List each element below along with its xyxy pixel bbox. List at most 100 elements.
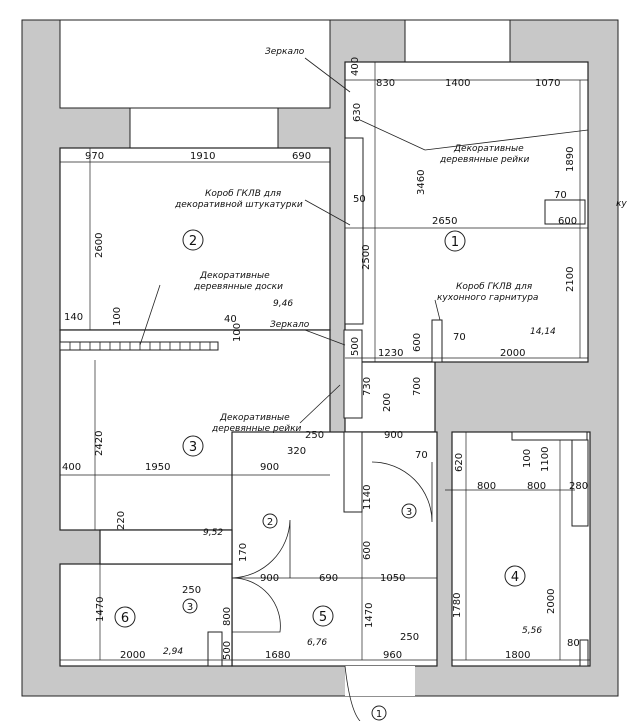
svg-text:800: 800 bbox=[527, 481, 546, 492]
svg-text:1800: 1800 bbox=[505, 650, 530, 661]
svg-text:100: 100 bbox=[232, 323, 243, 342]
room-5 bbox=[231, 431, 438, 667]
svg-text:690: 690 bbox=[292, 151, 311, 162]
room-1-area: 14,14 bbox=[530, 327, 556, 337]
door-1-number: 1 bbox=[376, 709, 382, 720]
svg-text:2000: 2000 bbox=[500, 348, 525, 359]
room-1-marker bbox=[444, 230, 466, 252]
svg-text:100: 100 bbox=[522, 449, 533, 468]
svg-text:500: 500 bbox=[222, 641, 233, 660]
dimension-lines bbox=[60, 62, 590, 661]
svg-text:2000: 2000 bbox=[120, 650, 145, 661]
entrance-opening bbox=[345, 666, 415, 696]
decorative-boards-strip bbox=[59, 341, 219, 351]
svg-text:1890: 1890 bbox=[565, 147, 576, 172]
label-box-plaster-2: декоративной штукатурки bbox=[174, 200, 303, 210]
svg-text:600: 600 bbox=[362, 541, 373, 560]
svg-text:630: 630 bbox=[352, 103, 363, 122]
label-box-kitchen-1: Короб ГКЛВ для bbox=[456, 282, 533, 292]
door-1-marker bbox=[371, 705, 387, 721]
hall-left bbox=[99, 529, 233, 565]
label-boards-2: деревянные доски bbox=[193, 282, 283, 292]
svg-text:1470: 1470 bbox=[95, 597, 106, 622]
room-6-number: 6 bbox=[121, 611, 129, 626]
svg-text:70: 70 bbox=[453, 332, 466, 343]
svg-text:700: 700 bbox=[412, 377, 423, 396]
room-6 bbox=[59, 563, 233, 667]
room-5-area: 6,76 bbox=[307, 638, 327, 648]
svg-text:830: 830 bbox=[376, 78, 395, 89]
partition bbox=[343, 329, 363, 419]
leader-lines bbox=[139, 57, 589, 424]
svg-text:400: 400 bbox=[62, 462, 81, 473]
label-slats-top-1: Декоративные bbox=[453, 144, 524, 154]
svg-text:1950: 1950 bbox=[145, 462, 170, 473]
room-3-area: 9,52 bbox=[203, 528, 223, 538]
svg-text:1470: 1470 bbox=[364, 603, 375, 628]
label-box-plaster-1: Короб ГКЛВ для bbox=[205, 189, 282, 199]
svg-text:140: 140 bbox=[64, 312, 83, 323]
label-box-kitchen-2: кухонного гарнитура bbox=[437, 293, 538, 303]
svg-text:730: 730 bbox=[362, 377, 373, 396]
room-1-number: 1 bbox=[451, 235, 459, 250]
svg-text:250: 250 bbox=[400, 632, 419, 643]
svg-text:900: 900 bbox=[260, 573, 279, 584]
room-4-number: 4 bbox=[511, 570, 519, 585]
door-2-marker bbox=[262, 513, 278, 529]
kitchen-stub bbox=[544, 199, 586, 225]
room-2-area: 9,46 bbox=[273, 299, 293, 309]
svg-text:40: 40 bbox=[224, 314, 237, 325]
label-mirror-top: Зеркало bbox=[265, 47, 305, 57]
room-6-area: 2,94 bbox=[163, 647, 183, 657]
room-4 bbox=[451, 431, 591, 667]
label-mirror-mid: Зеркало bbox=[270, 320, 310, 330]
bath-stub bbox=[579, 639, 589, 667]
window-opening-kitchen bbox=[404, 19, 511, 63]
door-arc-3a bbox=[371, 461, 433, 523]
door-3a-number: 3 bbox=[406, 507, 412, 518]
svg-text:800: 800 bbox=[222, 607, 233, 626]
door-3a-marker bbox=[401, 503, 417, 519]
svg-text:70: 70 bbox=[415, 450, 428, 461]
svg-text:600: 600 bbox=[558, 216, 577, 227]
svg-text:2420: 2420 bbox=[94, 431, 105, 456]
plaster-box bbox=[344, 137, 364, 325]
svg-text:200: 200 bbox=[382, 393, 393, 412]
svg-text:970: 970 bbox=[85, 151, 104, 162]
svg-text:960: 960 bbox=[383, 650, 402, 661]
svg-text:500: 500 bbox=[350, 337, 361, 356]
svg-text:400: 400 bbox=[350, 57, 361, 76]
svg-text:1140: 1140 bbox=[362, 485, 373, 510]
label-boards-1: Декоративные bbox=[199, 271, 270, 281]
svg-text:320: 320 bbox=[287, 446, 306, 457]
svg-text:2100: 2100 bbox=[565, 267, 576, 292]
door-3b-number: 3 bbox=[187, 602, 193, 613]
svg-text:250: 250 bbox=[182, 585, 201, 596]
entrance-door-arc bbox=[344, 665, 361, 721]
svg-text:2000: 2000 bbox=[546, 589, 557, 614]
svg-text:690: 690 bbox=[319, 573, 338, 584]
room-3-number: 3 bbox=[189, 440, 197, 455]
label-slats-top-2: деревянные рейки bbox=[439, 155, 530, 165]
svg-text:250: 250 bbox=[305, 430, 324, 441]
label-edge-cut: ку bbox=[616, 199, 627, 209]
svg-text:1100: 1100 bbox=[540, 447, 551, 472]
svg-text:900: 900 bbox=[384, 430, 403, 441]
room-3-marker bbox=[182, 435, 204, 457]
svg-text:2500: 2500 bbox=[361, 245, 372, 270]
door-2-number: 2 bbox=[267, 517, 273, 528]
svg-text:50: 50 bbox=[353, 194, 366, 205]
room-5-marker bbox=[312, 605, 334, 627]
svg-text:600: 600 bbox=[412, 333, 423, 352]
svg-text:1780: 1780 bbox=[452, 593, 463, 618]
svg-text:100: 100 bbox=[112, 307, 123, 326]
room-4-marker bbox=[504, 565, 526, 587]
room-6-marker bbox=[114, 606, 136, 628]
kitchen-box bbox=[431, 319, 443, 363]
svg-text:220: 220 bbox=[116, 511, 127, 530]
svg-text:170: 170 bbox=[238, 543, 249, 562]
label-slats-mid-2: деревянные рейки bbox=[211, 424, 302, 434]
svg-text:2650: 2650 bbox=[432, 216, 457, 227]
door-3b-marker bbox=[182, 598, 198, 614]
bath-wall-right bbox=[571, 439, 589, 527]
